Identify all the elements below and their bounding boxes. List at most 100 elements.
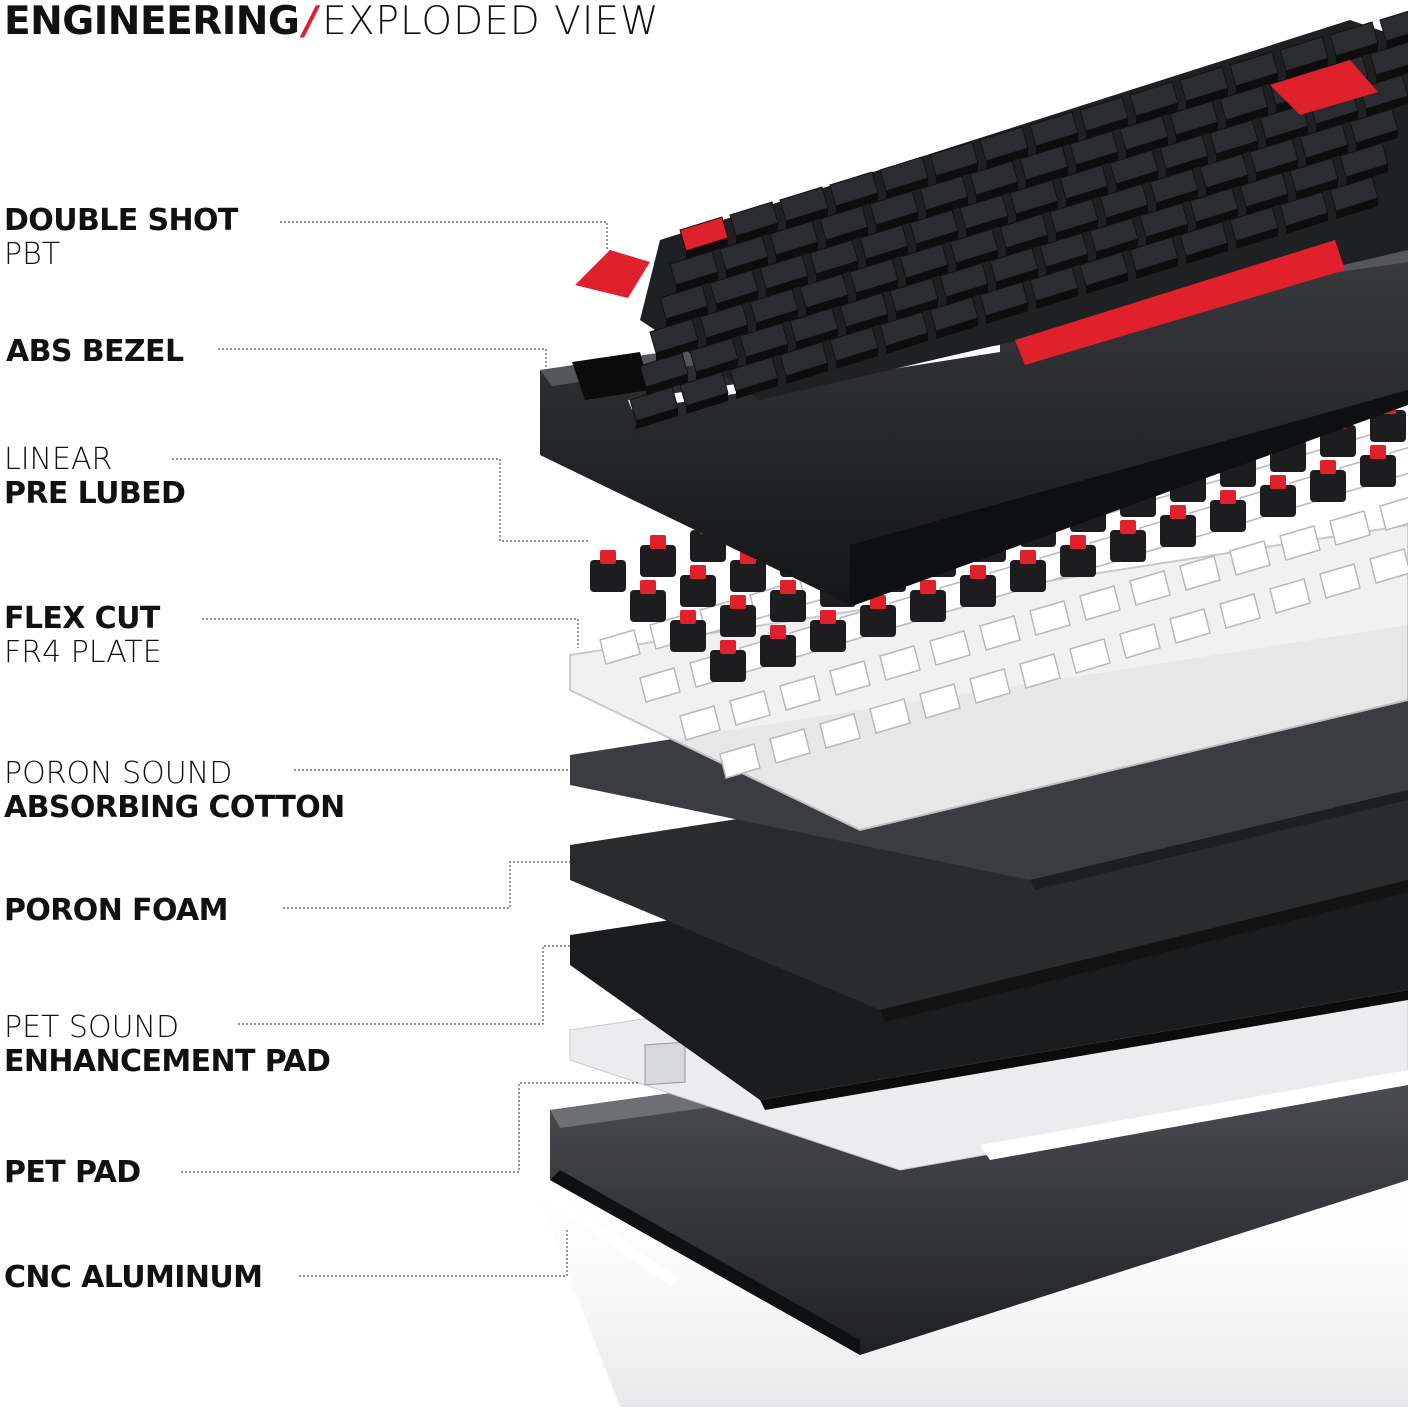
keycap — [819, 205, 869, 248]
keycap-side — [866, 246, 908, 267]
keycap — [729, 356, 779, 399]
keycap — [789, 307, 839, 350]
keycap — [879, 311, 929, 354]
keycap-side — [1336, 43, 1378, 64]
switch-stem — [680, 610, 696, 624]
switch — [960, 565, 996, 607]
switch — [760, 625, 796, 667]
title-slash: / — [303, 0, 319, 44]
plate-cutout — [919, 683, 961, 719]
switch — [670, 610, 706, 652]
keycap — [829, 326, 879, 369]
switch — [1260, 475, 1296, 517]
keycap — [829, 171, 879, 214]
switch-housing — [810, 620, 846, 652]
plate-cutout — [719, 743, 761, 779]
keycap-side — [766, 276, 808, 297]
switch-stem — [1120, 520, 1136, 534]
keycap-side — [1106, 205, 1148, 226]
keycap — [1049, 198, 1099, 241]
switch — [630, 580, 666, 622]
keycap-side — [756, 310, 798, 331]
keycap-side — [1026, 167, 1068, 188]
plate-cutout — [1029, 600, 1071, 636]
keycap-side — [976, 182, 1018, 203]
plate-cutout — [829, 660, 871, 696]
double-shot-pbt-keycaps-layer — [575, 10, 1408, 429]
keycap-side — [1256, 160, 1298, 181]
plate-cutout — [979, 615, 1021, 651]
switch-stem — [650, 535, 666, 549]
plate-cutout — [1319, 563, 1361, 599]
keycap-side — [676, 272, 718, 293]
label-case: CNC ALUMINUM — [4, 1261, 263, 1295]
keycap-side — [726, 257, 768, 278]
label-plate-line2: FR4 PLATE — [4, 635, 162, 670]
switch — [710, 640, 746, 682]
keycap-side — [1196, 209, 1238, 230]
label-keycaps-line1: DOUBLE SHOT — [4, 203, 238, 238]
keycap-side — [886, 178, 928, 199]
switch-housing — [1310, 470, 1346, 502]
label-foam-line1: PORON FOAM — [4, 893, 229, 928]
keycap-side — [926, 197, 968, 218]
switch — [1060, 535, 1096, 577]
keycap-side — [1236, 73, 1278, 94]
switch — [680, 565, 716, 607]
label-cotton-line2: ABSORBING COTTON — [4, 790, 345, 825]
keycap-side — [986, 148, 1028, 169]
keycap — [699, 303, 749, 346]
keycap — [749, 288, 799, 331]
switch-stem — [780, 580, 796, 594]
switch-housing — [1110, 530, 1146, 562]
keycap — [969, 160, 1019, 203]
switch — [860, 595, 896, 637]
keycap — [1199, 153, 1249, 196]
keycap-side — [856, 280, 898, 301]
switch-housing — [670, 620, 706, 652]
keycap — [1179, 66, 1229, 109]
keycap-side — [996, 269, 1038, 290]
keycap-side — [1266, 126, 1308, 147]
switch — [590, 550, 626, 592]
keycap — [909, 209, 959, 252]
keycap-side — [716, 291, 758, 312]
keycap-side — [1146, 224, 1188, 245]
switch-stem — [730, 595, 746, 609]
switch-stem — [870, 595, 886, 609]
keycap-side — [1286, 58, 1328, 79]
keycap-side — [686, 393, 728, 414]
keycap — [659, 284, 709, 327]
keycap-side — [796, 329, 838, 350]
plate-cutout — [1169, 608, 1211, 644]
keycap — [1139, 202, 1189, 245]
switch — [1160, 505, 1196, 547]
label-pet-sound: PET SOUND ENHANCEMENT PAD — [4, 1010, 331, 1079]
keycap — [1249, 138, 1299, 181]
switch-housing — [770, 590, 806, 622]
keycap-side — [656, 340, 698, 361]
switch-housing — [1370, 410, 1406, 442]
label-pet-sound-line1: PET SOUND — [4, 1010, 180, 1045]
switch-stem — [1070, 535, 1086, 549]
keycap — [1379, 10, 1408, 49]
switch — [1110, 520, 1146, 562]
switch — [720, 595, 756, 637]
keycap-side — [806, 295, 848, 316]
keycap-side — [876, 212, 918, 233]
keycap — [689, 337, 739, 380]
keycap-side — [1156, 190, 1198, 211]
switch-stem — [600, 550, 616, 564]
keycap-side — [1036, 288, 1078, 309]
switch-housing — [720, 605, 756, 637]
keycap-side — [1216, 141, 1258, 162]
keycap-side — [1386, 34, 1408, 49]
plate-cutout — [1119, 623, 1161, 659]
keycap-side — [936, 318, 978, 339]
keycap-side — [1366, 96, 1408, 117]
keycap-side — [1086, 118, 1128, 139]
keycap — [779, 186, 829, 229]
switch — [770, 580, 806, 622]
